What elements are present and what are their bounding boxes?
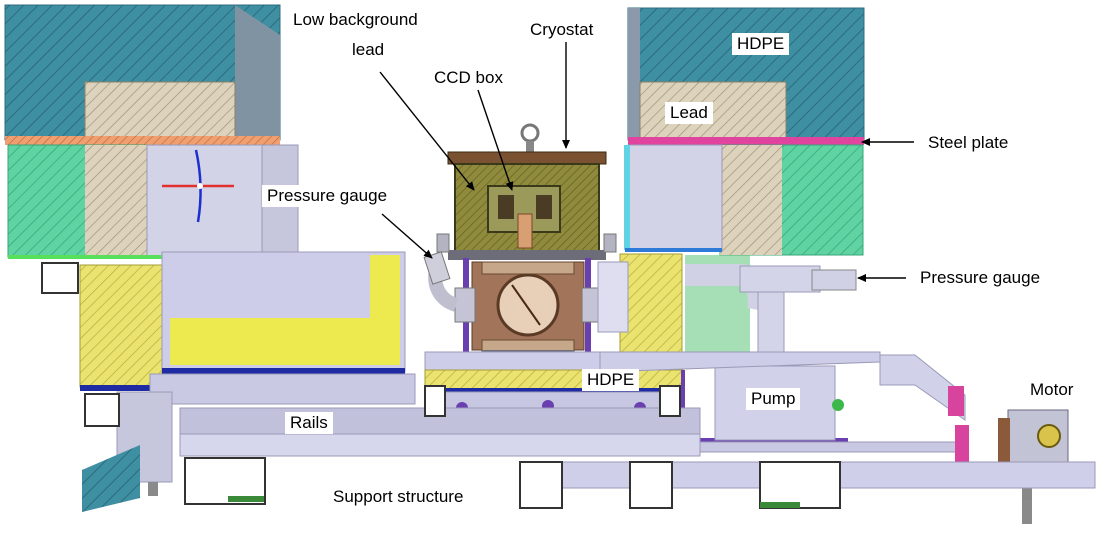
label-lead: Lead xyxy=(665,102,713,124)
profile-block-6 xyxy=(519,461,563,509)
leader-low-background-lead xyxy=(379,71,475,191)
cryostat-lid xyxy=(447,151,607,165)
green-foot-1 xyxy=(228,496,264,502)
left-base-plate xyxy=(149,373,416,405)
left-lower-assembly xyxy=(79,251,416,405)
leader-pressure-gauge-left xyxy=(381,213,433,259)
label-pressure-gauge-left: Pressure gauge xyxy=(262,185,393,207)
left-knob xyxy=(436,233,450,253)
motor-assembly xyxy=(509,351,1069,500)
pump-knob xyxy=(832,399,844,411)
ccd-inner-left xyxy=(498,195,514,219)
profile-block-1 xyxy=(41,262,79,294)
diagonal-arm xyxy=(879,354,966,421)
left-shield-assembly xyxy=(4,4,300,259)
right-cylinder xyxy=(627,144,723,251)
profile-block-2 xyxy=(84,393,120,427)
right-lead-inner xyxy=(720,145,782,255)
right-cylinder-cyan-edge xyxy=(624,145,630,250)
right-knob xyxy=(603,233,617,253)
leveling-foot-1 xyxy=(148,482,158,496)
label-motor: Motor xyxy=(1030,380,1074,399)
chamber-top-flange xyxy=(481,261,575,275)
label-cryostat: Cryostat xyxy=(530,20,594,39)
left-blue-strip-lower xyxy=(80,385,162,391)
cryostat-assembly xyxy=(436,123,617,260)
motor-gear xyxy=(1037,424,1061,448)
label-pump: Pump xyxy=(746,388,801,410)
platform-hdpe-slab xyxy=(424,369,684,391)
left-cylinder xyxy=(146,144,263,258)
pump-tee-horizontal xyxy=(739,265,821,293)
steel-plate xyxy=(628,137,864,145)
left-blue-strip xyxy=(162,368,405,374)
profile-block-4 xyxy=(424,385,446,417)
label-pressure-gauge-right: Pressure gauge xyxy=(920,268,1041,287)
right-hdpe-side-face xyxy=(628,8,640,140)
label-low-background-lead-line1: Low background xyxy=(293,10,418,29)
label-ccd-box: CCD box xyxy=(434,68,503,87)
left-yellow-panel xyxy=(170,255,400,365)
label-hdpe-top: HDPE xyxy=(732,33,790,55)
coupling xyxy=(955,425,969,465)
left-pressure-gauge xyxy=(423,251,451,285)
cold-finger xyxy=(517,213,533,249)
left-lead-block xyxy=(84,81,236,141)
rails-support xyxy=(41,262,1096,524)
vacuum-chamber xyxy=(423,251,603,360)
chamber-window xyxy=(496,273,560,337)
lifting-eye xyxy=(520,123,540,143)
arm-magenta-cap xyxy=(948,386,964,416)
left-lead-inner xyxy=(85,145,147,257)
left-orange-plate xyxy=(5,136,280,145)
right-shield-assembly xyxy=(624,7,865,256)
leader-lines xyxy=(379,42,914,282)
left-yellow-hdpe xyxy=(79,264,163,388)
platform-right-yellow xyxy=(619,253,683,371)
label-hdpe-bottom: HDPE xyxy=(582,369,640,391)
platform-right-lavender xyxy=(597,261,629,333)
profile-block-5 xyxy=(659,385,681,417)
label-support-structure: Support structure xyxy=(333,487,464,506)
pump-line xyxy=(685,255,857,441)
right-pressure-gauge xyxy=(811,269,857,291)
leveling-foot-2 xyxy=(1022,500,1032,524)
lifting-eye-stem xyxy=(526,141,534,153)
chamber-left-port xyxy=(454,287,476,323)
right-lead-block xyxy=(639,81,787,141)
label-steel-plate: Steel plate xyxy=(928,133,1009,152)
cryostat-bottom-flange xyxy=(448,250,606,260)
motor-brown-plate xyxy=(998,418,1010,466)
label-rails: Rails xyxy=(285,412,333,434)
left-teal-fin xyxy=(82,445,140,512)
platform-blue-strip xyxy=(425,388,683,392)
axis-origin xyxy=(197,183,203,189)
profile-block-7 xyxy=(629,461,673,509)
leader-ccd-box xyxy=(477,89,514,191)
rail-shadow xyxy=(179,433,701,457)
left-hdpe-side-face xyxy=(235,5,280,140)
chamber-window-line xyxy=(511,284,541,326)
profile-block-8 xyxy=(759,461,841,509)
label-low-background-lead-line2: lead xyxy=(352,40,385,59)
green-foot-2 xyxy=(760,502,800,508)
ccd-inner-right xyxy=(536,195,552,219)
